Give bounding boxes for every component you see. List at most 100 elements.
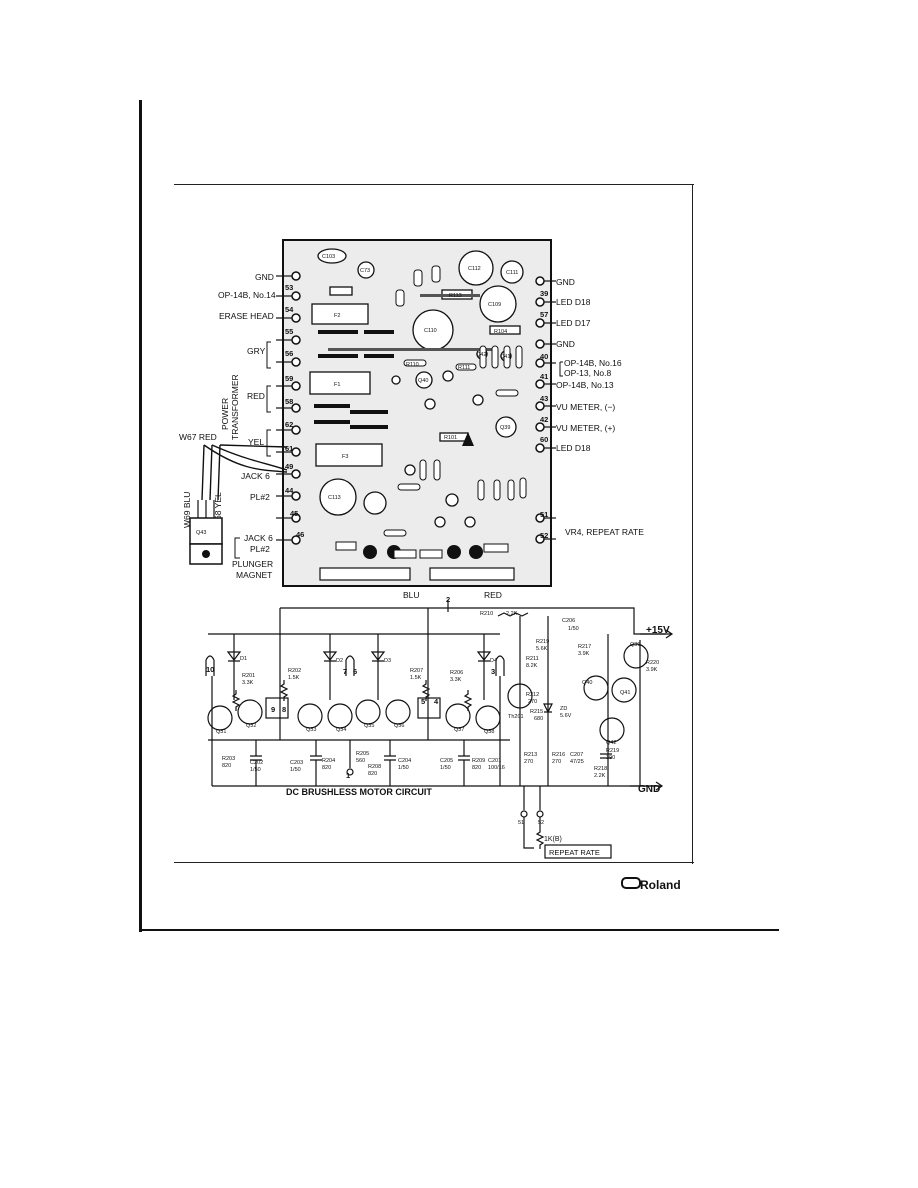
lbl-c204-val: 1/50 <box>398 765 409 771</box>
lbl-r204-val: 820 <box>322 765 331 771</box>
lbl-q40: Q40 <box>582 680 592 686</box>
lbl-c205-val: 1/50 <box>440 765 451 771</box>
lbl-r209-val: 820 <box>472 765 481 771</box>
comp-c109: C109 <box>488 302 501 308</box>
lbl-pin10: 10 <box>206 665 214 674</box>
left-num-56: 56 <box>285 349 293 358</box>
lbl-q32: Q32 <box>246 723 256 729</box>
lbl-r206-val: 3.3K <box>450 677 462 683</box>
schematic-labels: DC BRUSHLESS MOTOR CIRCUIT +15V GND REPE… <box>206 595 670 857</box>
right-term-vu-minus: VU METER, (−) <box>556 402 615 412</box>
right-num-41: 41 <box>540 372 548 381</box>
left-num-55: 55 <box>285 327 293 336</box>
right-terminal-pad <box>535 401 545 411</box>
lbl-q37: Q37 <box>454 727 464 733</box>
board-diode-bars <box>314 294 498 559</box>
lbl-c201: C201 <box>488 758 501 764</box>
lbl-r208-val: 820 <box>368 771 377 777</box>
lbl-r211-val: 8.2K <box>526 663 538 669</box>
power-transformer-line2: TRANSFORMER <box>230 374 240 440</box>
plunger-label-2: MAGNET <box>236 570 272 580</box>
lbl-r215: R215 <box>530 709 543 715</box>
lbl-c205: C205 <box>440 758 453 764</box>
left-terminal-pad <box>291 469 301 479</box>
comp-q40: Q40 <box>418 378 428 384</box>
lbl-r205-val: 560 <box>356 758 365 764</box>
q43-wires <box>201 444 288 501</box>
lbl-r220: R220 <box>646 660 659 666</box>
comp-r104: R104 <box>494 329 507 335</box>
right-terminal-pad <box>535 422 545 432</box>
right-num-42: 42 <box>540 415 548 424</box>
left-num-45: 45 <box>290 509 298 518</box>
lbl-q38: Q38 <box>484 729 494 735</box>
left-num-49: 49 <box>285 462 293 471</box>
board-resistors <box>335 265 527 559</box>
lbl-r209: R209 <box>472 758 485 764</box>
lbl-d3: D3 <box>384 658 391 664</box>
right-num-51: 51 <box>540 510 548 519</box>
lbl-r205: R205 <box>356 751 369 757</box>
right-num-43: 43 <box>540 394 548 403</box>
lbl-r218-val: 2.2K <box>594 773 606 779</box>
lbl-r212: R212 <box>526 692 539 698</box>
lbl-r208: R208 <box>368 764 381 770</box>
lbl-r216-val: 270 <box>552 759 561 765</box>
lbl-zd: ZD <box>560 706 567 712</box>
left-num-53: 53 <box>285 283 293 292</box>
lbl-c206-val: 1/50 <box>568 626 579 632</box>
lbl-c203: C203 <box>290 760 303 766</box>
comp-c110: C110 <box>424 328 437 334</box>
lbl-r220-val: 3.9K <box>646 667 658 673</box>
lbl-r207-val: 1.5K <box>410 675 422 681</box>
connector-red-label: RED <box>484 590 502 600</box>
pot-value-label: 1K(B) <box>544 836 562 843</box>
pin-52-label: 52 <box>538 820 544 826</box>
lbl-q42: Q42 <box>606 740 616 746</box>
lbl-r210: R210 <box>480 611 493 617</box>
comp-r111: R111 <box>458 365 470 371</box>
lbl-q39: Q39 <box>630 642 640 648</box>
lbl-r219a-val: 5.6K <box>536 646 548 652</box>
lbl-pin4: 4 <box>434 697 439 706</box>
lbl-r204: R204 <box>322 758 335 764</box>
right-num-60: 60 <box>540 435 548 444</box>
lbl-pin8: 8 <box>282 705 286 714</box>
lbl-r213-val: 270 <box>524 759 533 765</box>
page-frame-left <box>139 100 142 932</box>
lbl-r202: R202 <box>288 668 301 674</box>
right-term-gnd-1: GND <box>556 277 575 287</box>
left-num-59: 59 <box>285 374 293 383</box>
lbl-pin7: 7 <box>343 667 347 676</box>
right-term-led-d18: LED D18 <box>556 297 591 307</box>
lbl-r206: R206 <box>450 670 463 676</box>
lbl-r217-val: 3.9K <box>578 651 590 657</box>
left-terminal-pad <box>291 291 301 301</box>
figure-frame-bottom <box>174 862 694 863</box>
power-transformer-line1: POWER <box>220 398 230 430</box>
lbl-r202-val: 1.5K <box>288 675 300 681</box>
left-term-jack6: JACK 6 <box>241 471 270 481</box>
lbl-pin5: 5 <box>421 697 425 706</box>
lbl-d2: D2 <box>336 658 343 664</box>
lbl-pin9: 9 <box>271 705 275 714</box>
lbl-q35: Q35 <box>364 723 374 729</box>
right-term-led-d17: LED D17 <box>556 318 591 328</box>
left-terminal-pad <box>291 335 301 345</box>
right-terminal-pads <box>535 276 556 544</box>
lbl-c207: C207 <box>570 752 583 758</box>
comp-q42: Q42 <box>476 352 486 358</box>
right-term-gnd-2: GND <box>556 339 575 349</box>
left-term-pl2: PL#2 <box>250 492 270 502</box>
lbl-pin2: 2 <box>446 595 450 604</box>
lbl-r207: R207 <box>410 668 423 674</box>
left-term-erase-head: ERASE HEAD <box>219 311 274 321</box>
left-terminal-pads <box>276 271 301 545</box>
lbl-r201-val: 3.3K <box>242 680 254 686</box>
pl2-label-2: PL#2 <box>250 544 270 554</box>
lbl-r217: R217 <box>578 644 591 650</box>
wire-red-label: RED <box>247 391 265 401</box>
roland-logo: Roland <box>621 877 681 892</box>
left-num-61: 61 <box>285 444 293 453</box>
right-terminal-labels: GND 39 LED D18 57 LED D17 GND 40 OP-14B,… <box>540 277 644 540</box>
